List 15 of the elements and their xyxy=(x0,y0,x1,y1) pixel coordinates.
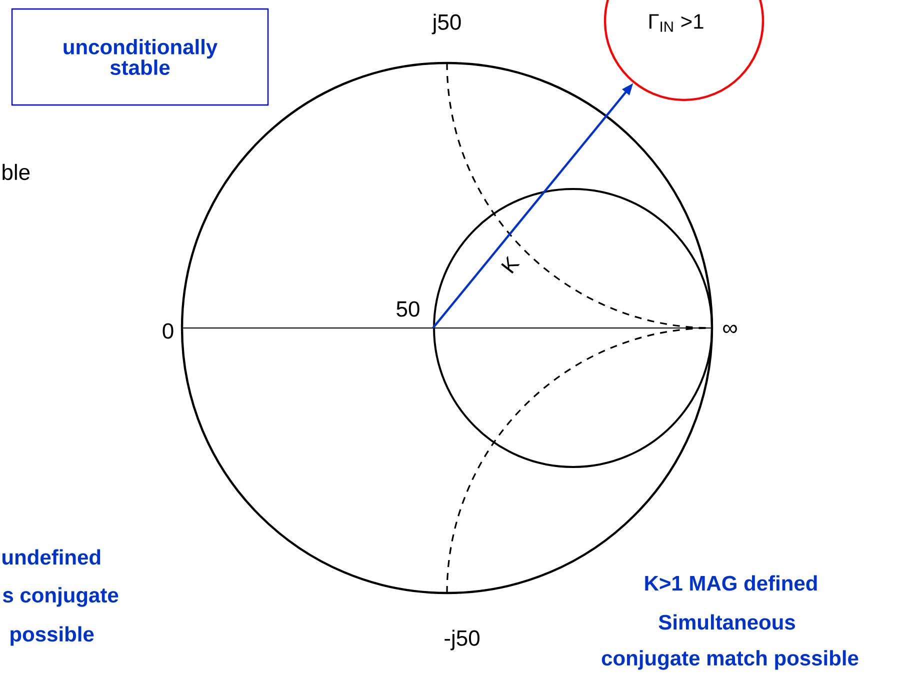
axis-label: 50 xyxy=(396,301,420,317)
note-text: K>1 MAG defined xyxy=(645,575,817,591)
note-text: possible xyxy=(10,626,94,646)
axis-label: -j50 xyxy=(444,630,480,650)
edge-label: K xyxy=(501,256,520,274)
axis-label: 0 xyxy=(162,323,174,339)
note-text: ble xyxy=(2,164,30,180)
circle-label: Γ$_{IN}$ >1 xyxy=(649,14,704,32)
note-text: Simultaneous xyxy=(658,614,795,630)
note-text: conjugate match possible xyxy=(602,650,858,670)
note-text: s conjugate xyxy=(2,587,118,607)
inner-circle xyxy=(433,188,713,468)
note-text: undefined xyxy=(2,549,100,565)
axis-label: j50 xyxy=(432,14,461,34)
text-box: unconditionally stable xyxy=(11,8,269,106)
